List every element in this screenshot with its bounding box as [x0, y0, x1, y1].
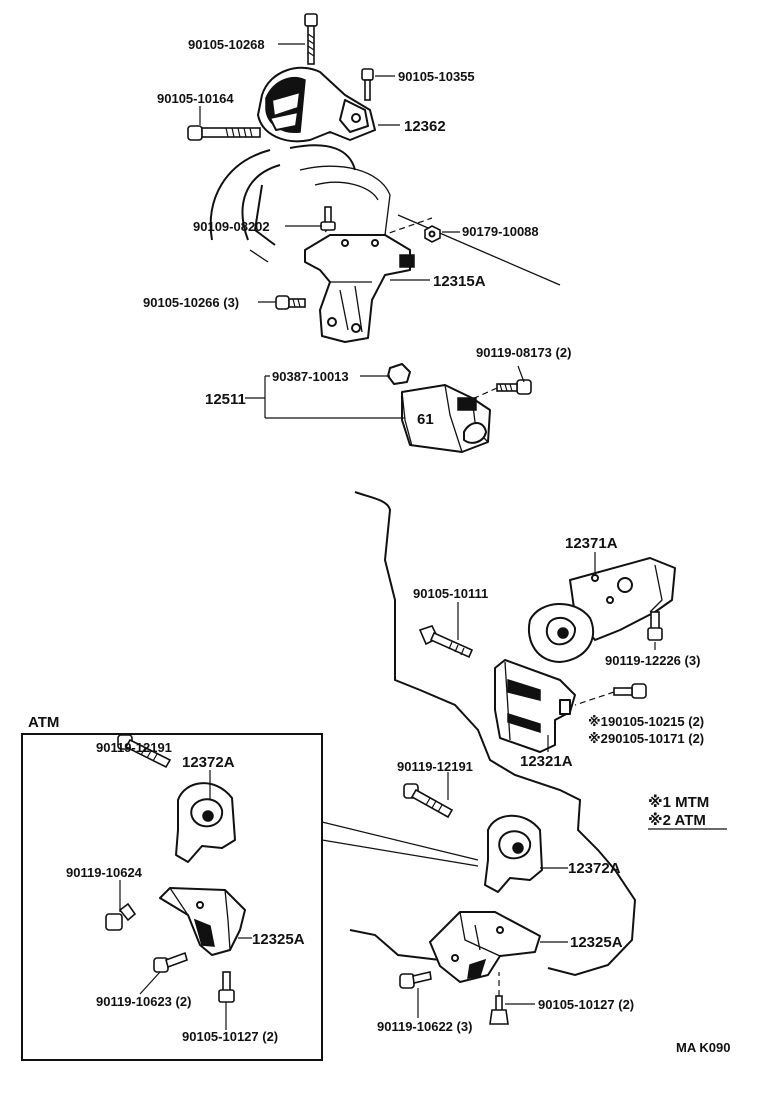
bolt-90105-10355	[361, 68, 374, 101]
collar-90387-10013	[387, 363, 411, 385]
label-atm-90105-10127: 90105-10127 (2)	[182, 1029, 278, 1044]
atm-box-title: ATM	[28, 714, 59, 731]
label-90119-10622: 90119-10622 (3)	[377, 1019, 472, 1034]
engine-outline-middle	[349, 491, 637, 977]
label-90119-08173: 90119-08173 (2)	[476, 345, 571, 360]
bolt-90105-10111	[418, 625, 474, 659]
bolt-90119-08173	[469, 379, 532, 401]
bracket-12325A	[429, 911, 541, 983]
bracket-12321A	[494, 659, 576, 753]
label-90105-10266: 90105-10266 (3)	[143, 295, 239, 310]
bolt-90119-12226	[647, 611, 663, 641]
label-12371A: 12371A	[565, 535, 618, 552]
bolt-90105-10266	[275, 295, 306, 310]
label-12315A: 12315A	[433, 273, 486, 290]
label-atm-12372A: 12372A	[182, 754, 235, 771]
label-12511: 12511	[205, 391, 246, 408]
atm-leader-2	[321, 839, 479, 867]
label-90105-10215: 90105-10215 (2)	[608, 714, 704, 729]
bolt-90105-10164	[187, 125, 261, 141]
label-90109-08202: 90109-08202	[193, 219, 270, 234]
legend-atm: ※2 ATM	[648, 811, 706, 829]
label-90105-10355: 90105-10355	[398, 69, 475, 84]
bolt-90105-10268	[304, 13, 318, 65]
engine-outline-top	[209, 144, 561, 286]
label-90105-10268: 90105-10268	[188, 37, 265, 52]
part-stamp: 61	[417, 411, 434, 428]
engine-mount-12372A-atm	[175, 782, 236, 863]
bracket-12315A	[304, 234, 415, 343]
engine-mount-12372A	[484, 814, 543, 893]
label-12372A: 12372A	[568, 860, 621, 877]
figure-code: MA K090	[676, 1040, 730, 1055]
label-90105-10164: 90105-10164	[157, 91, 234, 106]
label-90119-12226: 90119-12226 (3)	[605, 653, 700, 668]
label-atm-90119-10624: 90119-10624	[66, 865, 143, 880]
mark-1: ※1	[588, 714, 608, 729]
mark-2: ※2	[588, 731, 608, 746]
label-90387-10013: 90387-10013	[272, 369, 349, 384]
atm-leader	[321, 821, 479, 861]
label-90105-10127: 90105-10127 (2)	[538, 997, 634, 1012]
label-90119-12191: 90119-12191	[397, 759, 473, 774]
bolt-90119-10622	[399, 971, 432, 989]
engine-mount-12362	[257, 66, 376, 143]
bolt-90105-10127	[489, 972, 509, 1025]
label-90105-10171: 90105-10171 (2)	[608, 731, 704, 746]
bolt-90119-12191-atm	[117, 734, 172, 769]
label-atm-12325A: 12325A	[252, 931, 305, 948]
bracket-bracket-12511: 61	[401, 384, 491, 453]
bolt-90105-10127-atm	[218, 971, 235, 1003]
label-90179-10088: 90179-10088	[462, 224, 539, 239]
bolt-90119-10623-atm	[153, 951, 188, 973]
leader-lines	[119, 43, 656, 1030]
legend-mtm: ※1 MTM	[648, 793, 709, 811]
bracket-12325A-atm	[159, 887, 246, 956]
engine-mount-12371A	[527, 557, 676, 663]
nut-90179-10088	[424, 225, 441, 243]
label-12321A: 12321A	[520, 753, 573, 770]
label-atm-90119-10623: 90119-10623 (2)	[96, 994, 191, 1009]
label-90105-10111: 90105-10111	[413, 586, 488, 601]
label-12362: 12362	[404, 118, 446, 135]
stud-90109-08202	[320, 206, 336, 231]
bolt-90119-10624-atm	[105, 902, 137, 931]
bolt-90105-10215	[574, 683, 647, 706]
atm-box	[21, 733, 323, 1061]
bolt-90119-12191	[403, 783, 454, 819]
label-atm-90119-12191: 90119-12191	[96, 740, 172, 755]
label-12325A: 12325A	[570, 934, 623, 951]
